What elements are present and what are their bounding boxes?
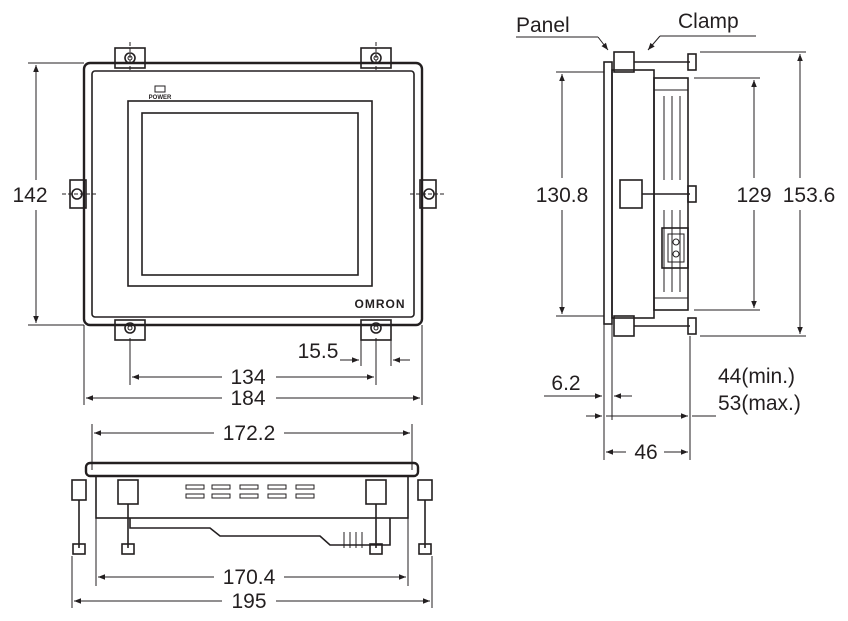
front-view: POWER OMRON 142 15.5 134 184 xyxy=(12,42,444,410)
screen xyxy=(141,112,359,276)
dim-depth-max: 53(max.) xyxy=(718,392,801,415)
dim-side-total-height: 153.6 xyxy=(783,184,836,207)
power-label: POWER xyxy=(149,95,172,101)
bottom-view: 172.2 xyxy=(71,422,433,613)
dim-bottom-case-width: 170.4 xyxy=(223,566,276,589)
dim-front-height: 142 xyxy=(12,184,47,207)
panel-label: Panel xyxy=(516,14,570,37)
dim-panel-thickness: 6.2 xyxy=(551,372,580,395)
dim-depth-min: 44(min.) xyxy=(718,365,795,388)
bottom-clamp-right-inner xyxy=(365,479,387,555)
dim-side-depth: 46 xyxy=(634,441,657,464)
heatsink-fins xyxy=(654,89,688,299)
bottom-case xyxy=(95,475,409,519)
clamp-middle xyxy=(619,179,697,209)
bottom-clamp-left-outer xyxy=(71,479,87,555)
dim-bottom-bezel-width: 172.2 xyxy=(223,422,276,445)
screen-frame xyxy=(127,100,373,287)
dim-front-width: 184 xyxy=(230,387,265,410)
bottom-clamp-right-outer xyxy=(417,479,433,555)
dim-bottom-total-width: 195 xyxy=(231,590,266,613)
front-bezel xyxy=(91,70,415,318)
power-connector xyxy=(661,227,689,269)
mount-tab-bottom-right xyxy=(360,319,392,341)
side-view: Panel Clamp xyxy=(516,10,835,464)
clamp-bottom xyxy=(613,315,697,337)
bottom-bezel xyxy=(84,461,420,478)
bottom-clamp-left-inner xyxy=(117,479,139,555)
power-led xyxy=(154,85,166,93)
dim-side-case-height: 129 xyxy=(736,184,771,207)
clamp-label: Clamp xyxy=(678,10,739,33)
mount-tab-bottom-left xyxy=(114,319,146,341)
clamp-top xyxy=(613,51,697,73)
dim-hole-span: 134 xyxy=(230,366,265,389)
panel-plate xyxy=(603,61,613,325)
vent-slots xyxy=(185,484,315,499)
dim-hole-offset: 15.5 xyxy=(298,340,339,363)
bottom-pins xyxy=(343,532,363,548)
dim-side-inner-height: 130.8 xyxy=(536,184,589,207)
brand-logo: OMRON xyxy=(355,297,406,311)
